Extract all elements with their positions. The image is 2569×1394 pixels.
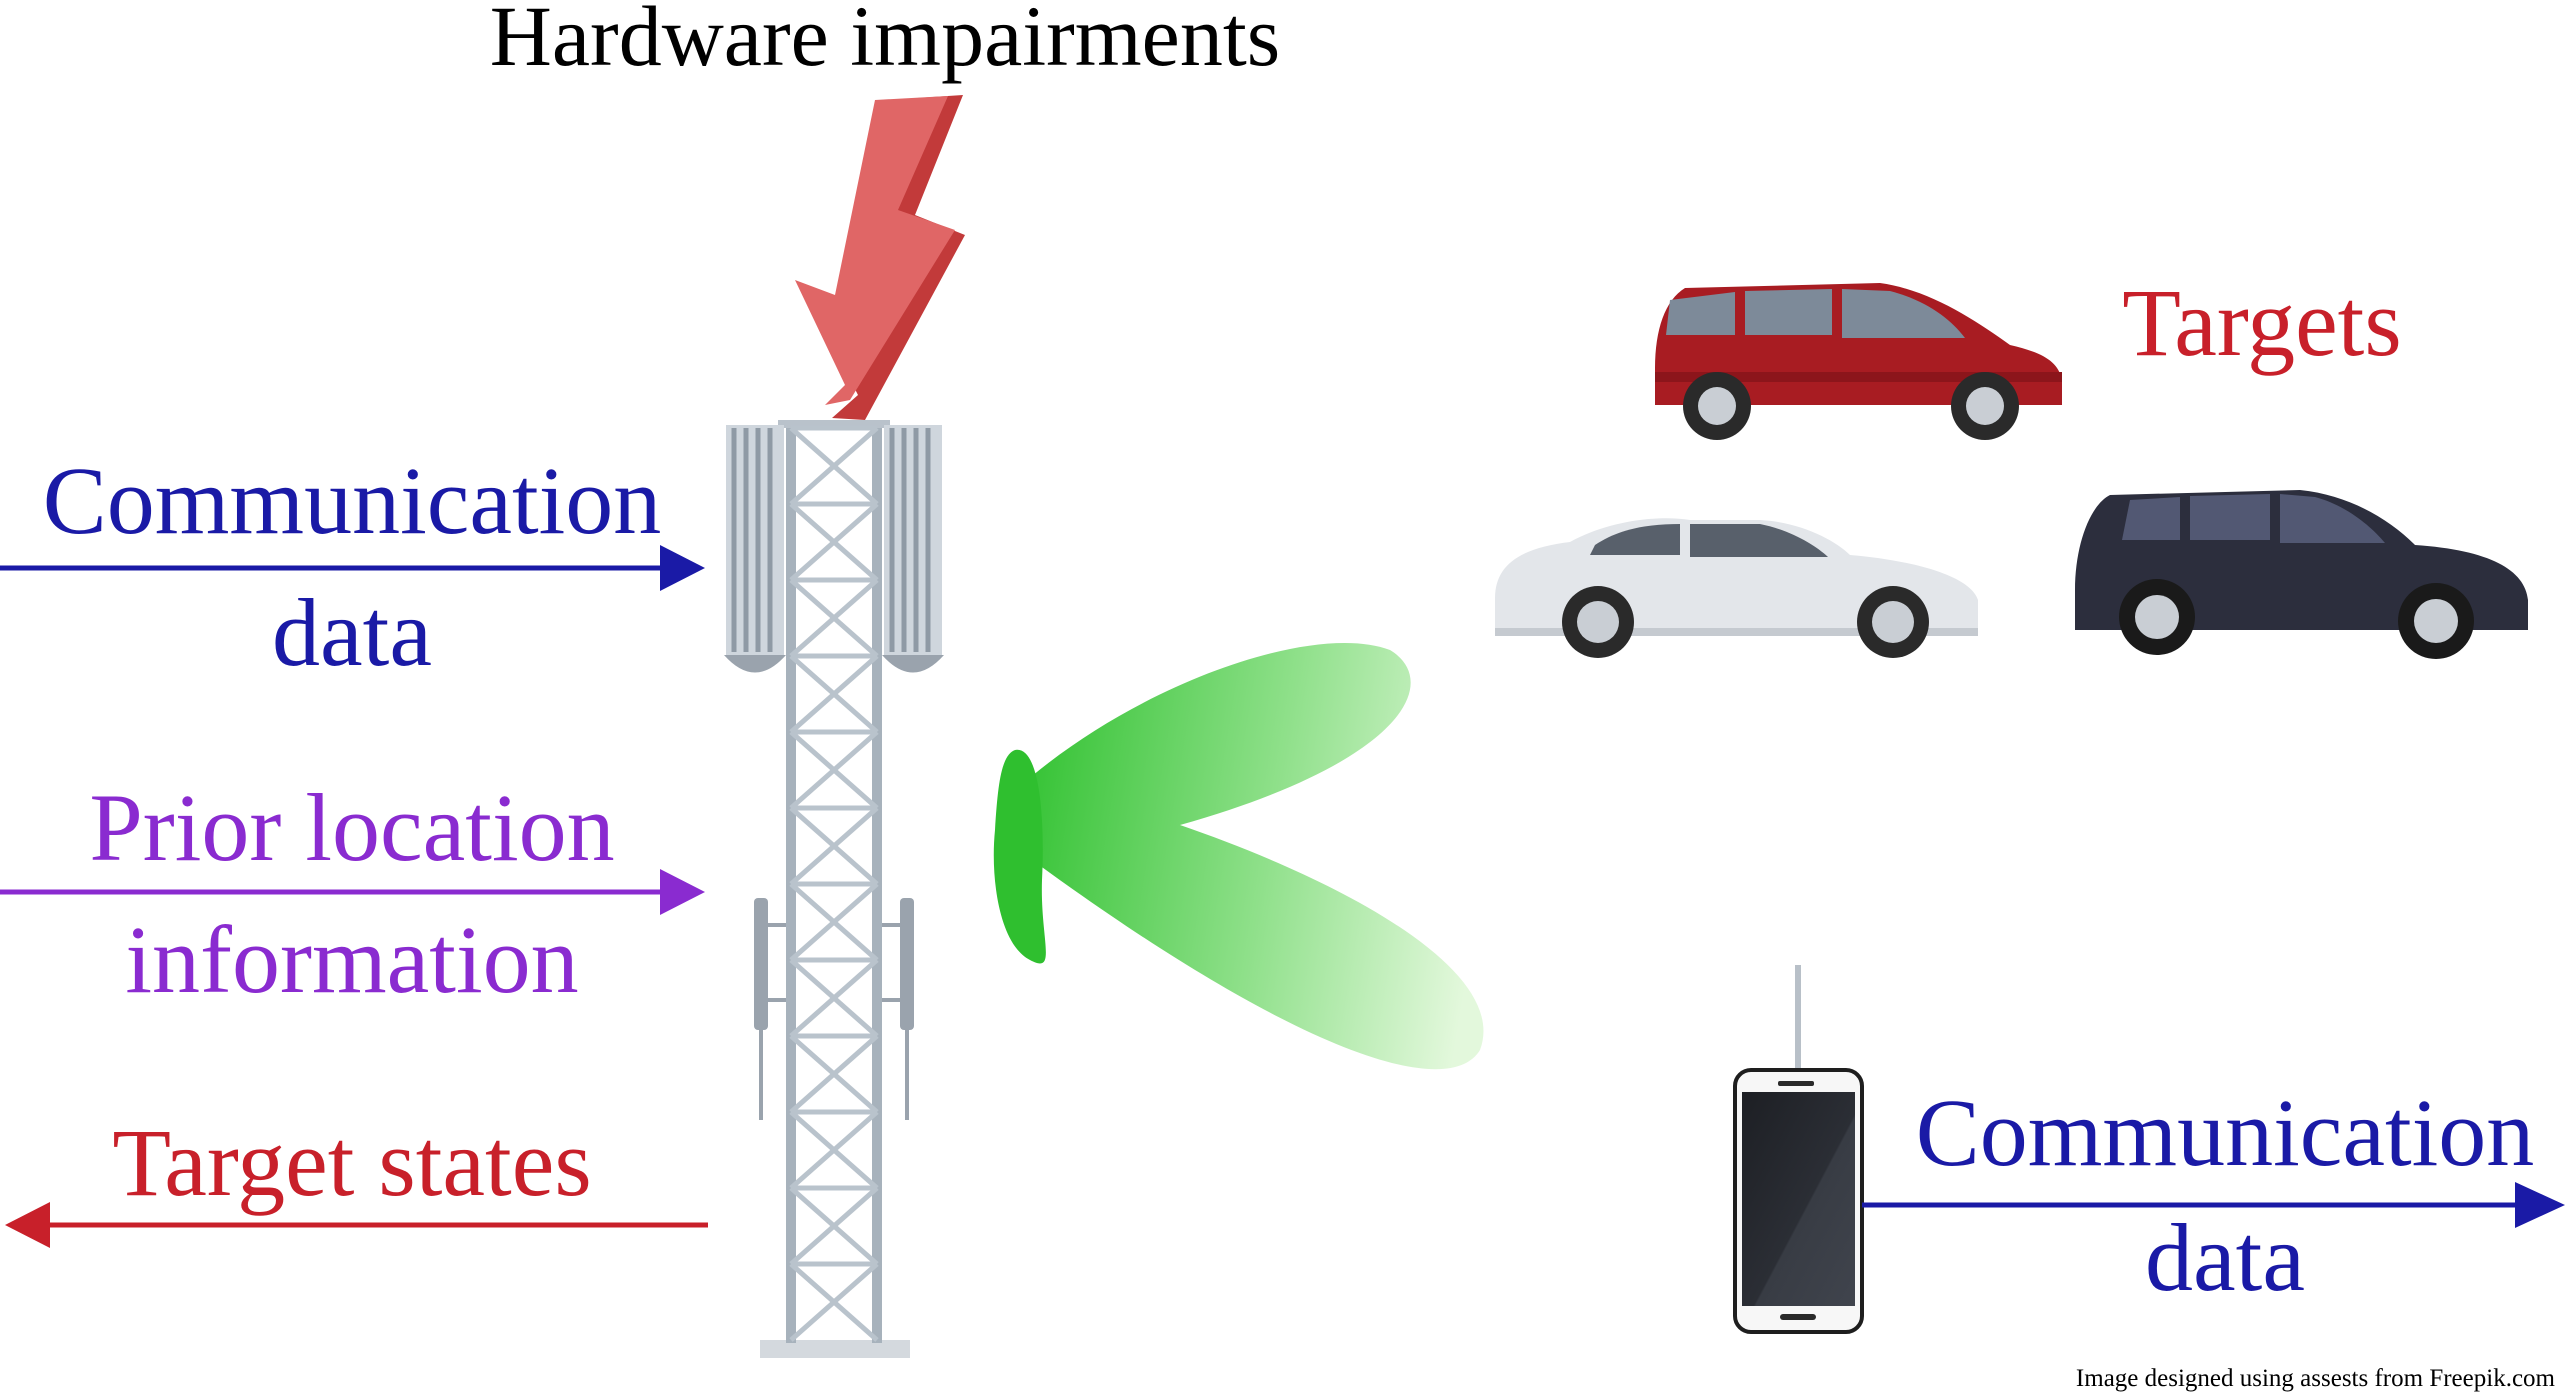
label-data-left: data (272, 579, 432, 686)
antenna-panel-left (724, 425, 786, 673)
smartphone-icon (1733, 965, 1864, 1334)
antenna-small-left (754, 898, 786, 1120)
cell-tower-icon (724, 420, 944, 1358)
arrow-prior-location-in (0, 869, 705, 915)
label-target-states: Target states (112, 1109, 591, 1216)
red-minivan-icon (1655, 283, 2062, 440)
tower-lattice-strut (789, 578, 879, 658)
tower-lattice-strut (789, 1034, 879, 1114)
label-data-right: data (2145, 1204, 2305, 1311)
tower-lattice-strut (789, 1262, 879, 1342)
label-communication-left: Communication (43, 447, 662, 554)
tower-lattice-strut (789, 426, 879, 506)
credit-text: Image designed using assests from Freepi… (2076, 1365, 2556, 1392)
label-prior-location: Prior location (89, 774, 614, 881)
tower-lattice-strut (789, 806, 879, 886)
lightning-bolt-icon (795, 95, 965, 420)
tower-lattice-strut (789, 502, 879, 582)
label-information: information (125, 906, 578, 1013)
label-communication-right: Communication (1916, 1079, 2535, 1186)
tower-lattice-strut (789, 1110, 879, 1190)
title-hardware-impairments: Hardware impairments (490, 0, 1280, 84)
tower-lattice-strut (789, 654, 879, 734)
radiation-pattern-beam (993, 643, 1484, 1070)
tower-lattice-strut (789, 1186, 879, 1266)
tower-lattice-strut (789, 882, 879, 962)
dark-suv-icon (2075, 490, 2528, 659)
antenna-panel-right (882, 425, 944, 673)
tower-lattice-strut (789, 958, 879, 1038)
arrow-target-states-out (5, 1202, 708, 1248)
white-sedan-icon (1495, 518, 1978, 658)
label-targets: Targets (2122, 269, 2401, 376)
antenna-small-right (882, 898, 914, 1120)
tower-lattice-strut (789, 730, 879, 810)
arrow-communication-out (1862, 1182, 2565, 1228)
arrow-communication-in (0, 545, 705, 591)
